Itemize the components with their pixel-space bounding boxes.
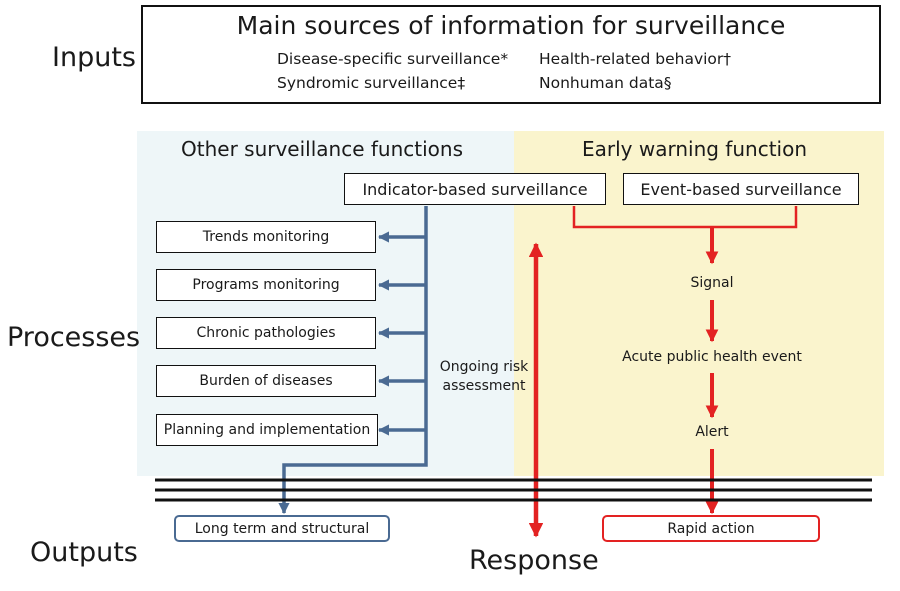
processes-label: Processes: [7, 322, 141, 353]
early-warning-title: Early warning function: [582, 137, 808, 161]
ongoing-risk-label: Ongoing risk: [439, 359, 529, 375]
inputs-box: [141, 5, 881, 104]
acute-public-health-event-label: Acute public health event: [592, 349, 832, 365]
inputs-label: Inputs: [52, 42, 136, 73]
other-functions-title: Other surveillance functions: [181, 137, 463, 161]
inputs-title: Main sources of information for surveill…: [236, 11, 786, 40]
planning-implementation-box: Planning and implementation: [156, 414, 378, 446]
rapid-action-box: Rapid action: [602, 515, 820, 542]
alert-label: Alert: [695, 424, 729, 440]
indicator-based-surveillance-box: Indicator-based surveillance: [344, 173, 606, 205]
red-bracket: [572, 206, 798, 229]
trends-monitoring-box: Trends monitoring: [156, 221, 376, 253]
event-based-surveillance-box: Event-based surveillance: [623, 173, 859, 205]
long-term-structural-box: Long term and structural: [174, 515, 390, 542]
assessment-label: assessment: [442, 378, 526, 394]
chronic-pathologies-box: Chronic pathologies: [156, 317, 376, 349]
signal-label: Signal: [690, 275, 734, 291]
source-syndromic: Syndromic surveillance‡: [277, 74, 466, 92]
programs-monitoring-box: Programs monitoring: [156, 269, 376, 301]
source-health-behavior: Health-related behavior†: [539, 50, 732, 68]
outputs-label: Outputs: [30, 537, 138, 568]
source-disease-specific: Disease-specific surveillance*: [277, 50, 509, 68]
response-label: Response: [469, 545, 599, 576]
burden-of-diseases-box: Burden of diseases: [156, 365, 376, 397]
source-nonhuman: Nonhuman data§: [539, 74, 672, 92]
